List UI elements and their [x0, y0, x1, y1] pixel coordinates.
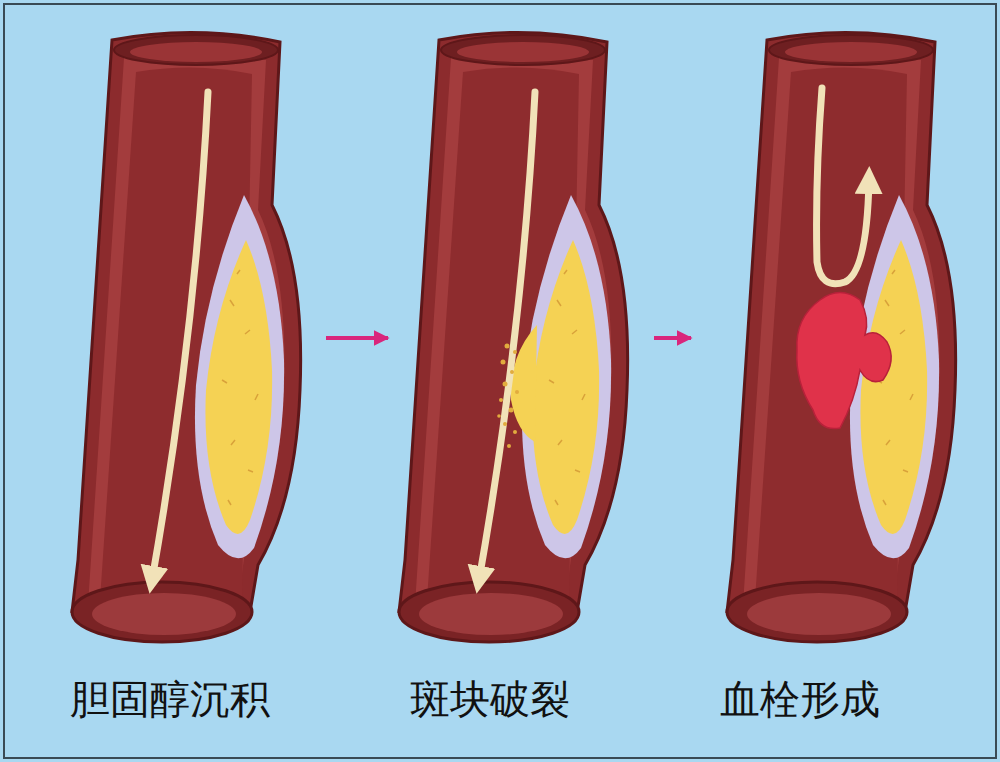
debris-dot	[501, 360, 506, 365]
artery-stage: 血栓形成	[695, 25, 970, 750]
panel-rupture	[399, 32, 628, 642]
debris-dot	[513, 350, 517, 354]
turbulent-flow-arrow	[817, 88, 869, 284]
stage-label: 血栓形成	[720, 675, 880, 723]
debris-dot	[503, 382, 508, 387]
stage-label: 斑块破裂	[410, 675, 570, 723]
debris-dot	[510, 370, 514, 374]
artery-stage: 斑块破裂	[392, 25, 640, 750]
debris-dot	[509, 408, 514, 413]
blood-clot	[797, 293, 891, 429]
blood-flow-arrow	[479, 92, 535, 580]
debris-dot	[499, 398, 503, 402]
vessel	[727, 32, 956, 642]
debris-dot	[513, 430, 517, 434]
debris-dot	[505, 344, 510, 349]
frame-border	[4, 4, 996, 758]
panel-thrombus	[727, 32, 956, 642]
artery-stage: 胆固醇沉积	[65, 25, 312, 750]
debris-dot	[503, 422, 507, 426]
panel-deposit	[72, 32, 301, 642]
debris-dot	[507, 444, 511, 448]
debris-dot	[515, 390, 519, 394]
step-arrow	[654, 336, 691, 340]
step-arrow	[326, 336, 388, 340]
blood-flow-arrow	[152, 92, 208, 580]
stage-label: 胆固醇沉积	[70, 675, 270, 723]
rupture-debris	[497, 344, 519, 449]
vessel	[399, 32, 628, 642]
debris-dot	[497, 414, 501, 418]
vessel	[72, 32, 301, 642]
